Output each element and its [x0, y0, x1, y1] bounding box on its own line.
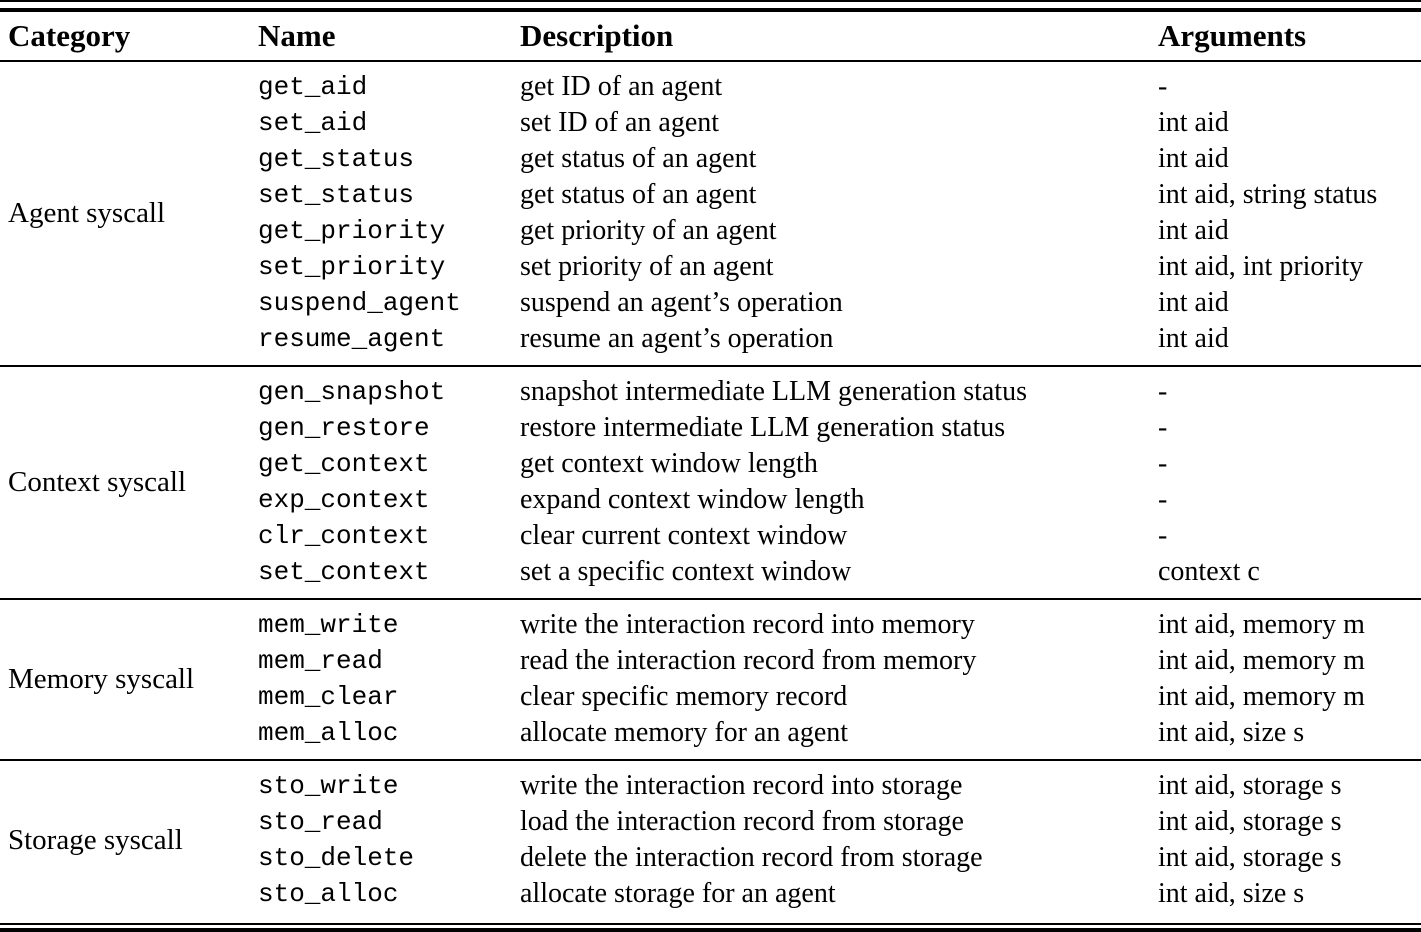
syscall-name: set_priority [258, 252, 446, 282]
syscall-description: get status of an agent [520, 179, 757, 210]
syscall-description: delete the interaction record from stora… [520, 842, 983, 873]
syscall-description: allocate memory for an agent [520, 717, 849, 748]
syscall-description: restore intermediate LLM generation stat… [520, 412, 1006, 443]
syscall-name: mem_read [258, 646, 383, 676]
syscall-description: allocate storage for an agent [520, 878, 836, 909]
syscall-name: get_priority [258, 216, 446, 246]
category-label: Memory syscall [8, 663, 195, 695]
syscall-arguments: int aid, storage s [1158, 842, 1342, 873]
syscall-name: get_status [258, 144, 415, 174]
table-section: Agent syscall get_aid get ID of an agent - s… [0, 62, 1421, 365]
syscall-arguments: int aid, size s [1158, 878, 1305, 909]
syscall-arguments: - [1158, 520, 1168, 551]
syscall-name: get_aid [258, 72, 368, 102]
syscall-description: resume an agent’s operation [520, 323, 834, 354]
table-section: Storage syscall sto_write write the intera… [0, 761, 1421, 920]
syscall-description: clear current context window [520, 520, 848, 551]
table-body: Agent syscall get_aid get ID of an agent - s… [0, 62, 1421, 920]
top-rule-inner [0, 8, 1421, 12]
category-label: Context syscall [8, 466, 187, 498]
syscall-arguments: int aid, memory m [1158, 645, 1365, 676]
syscall-name: set_aid [258, 108, 368, 138]
syscall-description: get priority of an agent [520, 215, 777, 246]
syscall-name: clr_context [258, 521, 430, 551]
bottom-rule-outer [0, 928, 1421, 932]
header-separator-rule [0, 60, 1421, 62]
syscall-description: load the interaction record from storage [520, 806, 964, 837]
bottom-rule-inner [0, 923, 1421, 925]
syscall-name: suspend_agent [258, 288, 461, 318]
syscall-description: set a specific context window [520, 556, 852, 587]
syscall-description: get status of an agent [520, 143, 757, 174]
column-header-name: Name [258, 18, 336, 53]
syscall-arguments: int aid, storage s [1158, 770, 1342, 801]
syscall-name: mem_write [258, 610, 399, 640]
syscall-description: read the interaction record from memory [520, 645, 977, 676]
top-rule-outer [0, 0, 1421, 2]
syscall-description: write the interaction record into memory [520, 609, 975, 640]
syscall-name: mem_clear [258, 682, 399, 712]
syscall-name: mem_alloc [258, 718, 399, 748]
section-separator-rule [0, 759, 1421, 761]
category-label: Agent syscall [8, 197, 166, 229]
column-header-description: Description [520, 18, 674, 53]
syscall-name: set_status [258, 180, 415, 210]
syscall-arguments: int aid, int priority [1158, 251, 1364, 282]
syscall-arguments: - [1158, 448, 1168, 479]
syscall-description: suspend an agent’s operation [520, 287, 843, 318]
syscall-arguments: int aid [1158, 287, 1229, 318]
syscall-name: sto_write [258, 771, 399, 801]
syscall-name: resume_agent [258, 324, 446, 354]
syscall-description: expand context window length [520, 484, 865, 515]
category-label: Storage syscall [8, 824, 183, 856]
syscall-arguments: int aid, storage s [1158, 806, 1342, 837]
column-header-category: Category [8, 18, 131, 53]
syscall-arguments: - [1158, 71, 1168, 102]
syscall-description: get context window length [520, 448, 818, 479]
syscall-description: set priority of an agent [520, 251, 774, 282]
syscall-arguments: int aid [1158, 143, 1229, 174]
syscall-name: gen_restore [258, 413, 430, 443]
section-separator-rule [0, 365, 1421, 367]
syscall-description: get ID of an agent [520, 71, 723, 102]
syscall-name: sto_read [258, 807, 383, 837]
syscall-description: clear specific memory record [520, 681, 848, 712]
syscall-arguments: - [1158, 412, 1168, 443]
syscall-arguments: int aid, memory m [1158, 681, 1365, 712]
syscall-arguments: int aid, string status [1158, 179, 1378, 210]
syscall-name: get_context [258, 449, 430, 479]
syscall-name: set_context [258, 557, 430, 587]
syscall-arguments: int aid [1158, 215, 1229, 246]
syscall-name: sto_alloc [258, 879, 399, 909]
table-section: Memory syscall mem_write write the interac… [0, 600, 1421, 759]
section-separator-rule [0, 598, 1421, 600]
syscall-arguments: context c [1158, 556, 1260, 587]
syscall-arguments: int aid, memory m [1158, 609, 1365, 640]
syscall-arguments: int aid, size s [1158, 717, 1305, 748]
syscall-description: snapshot intermediate LLM generation sta… [520, 376, 1027, 407]
syscall-name: gen_snapshot [258, 377, 446, 407]
syscall-description: set ID of an agent [520, 107, 720, 138]
syscall-name: exp_context [258, 485, 430, 515]
column-header-arguments: Arguments [1158, 18, 1307, 53]
syscall-arguments: - [1158, 484, 1168, 515]
syscall-arguments: int aid [1158, 323, 1229, 354]
syscall-arguments: int aid [1158, 107, 1229, 138]
syscall-name: sto_delete [258, 843, 415, 873]
syscall-description: write the interaction record into storag… [520, 770, 963, 801]
table-header-row: Category Name Description Arguments [0, 12, 1421, 60]
syscall-arguments: - [1158, 376, 1168, 407]
table-section: Context syscall gen_snapshot snapshot inte… [0, 367, 1421, 598]
